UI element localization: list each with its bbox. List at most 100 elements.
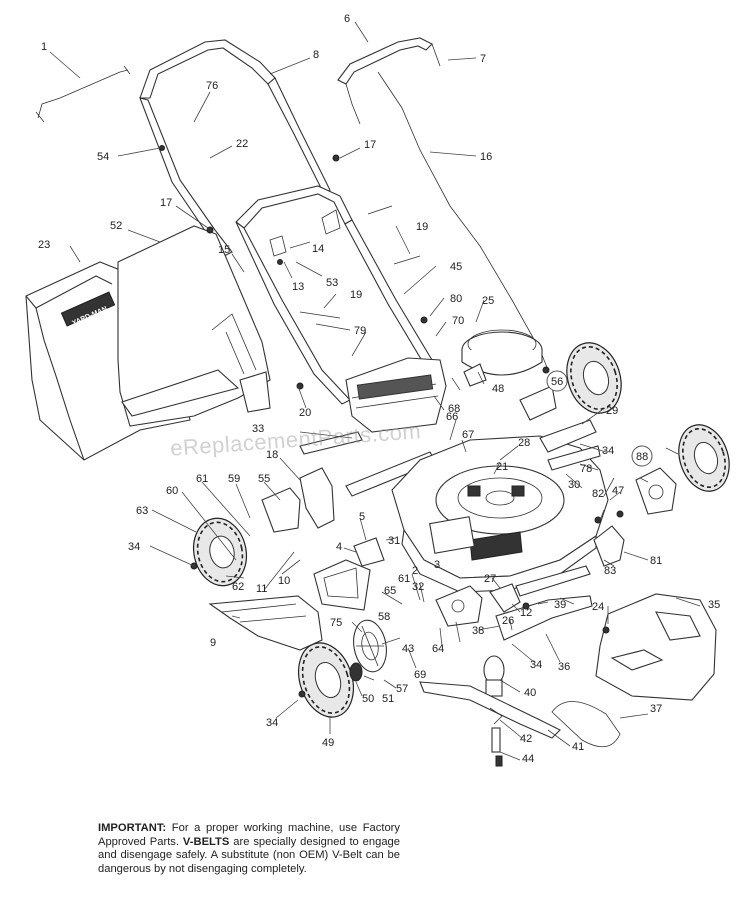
callout-34b: 34	[128, 541, 140, 553]
part-35-cover	[595, 593, 717, 701]
callout-34d: 34	[266, 717, 278, 729]
part-63-front-wheel	[193, 517, 247, 587]
callout-67: 67	[462, 429, 474, 441]
callout-47: 47	[612, 485, 624, 497]
callout-42: 42	[520, 733, 532, 745]
part-40-blade-adapter	[419, 655, 561, 753]
callout-31: 31	[388, 535, 400, 547]
callout-60: 60	[166, 485, 178, 497]
callout-43: 43	[402, 643, 414, 655]
callout-61b: 61	[398, 573, 410, 585]
callout-20: 20	[299, 407, 311, 419]
part-52-grass-bag-fabric	[117, 225, 271, 427]
callout-8: 8	[313, 49, 319, 61]
part-37-v-belt	[551, 701, 621, 748]
callout-3: 3	[434, 559, 440, 571]
callout-51: 51	[382, 693, 394, 705]
callout-17a: 17	[364, 139, 376, 151]
callout-5: 5	[359, 511, 365, 523]
callout-29: 29	[606, 405, 618, 417]
callout-9: 9	[210, 637, 216, 649]
callout-38: 38	[472, 625, 484, 637]
callout-62: 62	[232, 581, 244, 593]
callout-68: 68	[448, 403, 460, 415]
part-9-side-chute	[208, 595, 323, 651]
note-part2: are specially designed to engage and dis…	[98, 835, 401, 875]
callout-labels: 1 6 7 8 76 22 54 17 16 17 52 23 15 14 53…	[38, 13, 720, 765]
callout-14: 14	[312, 243, 324, 255]
callout-28: 28	[518, 437, 530, 449]
callout-49: 49	[322, 737, 334, 749]
callout-24: 24	[592, 601, 604, 613]
note-lead: IMPORTANT:	[98, 822, 167, 834]
callout-37: 37	[650, 703, 662, 715]
part-56-rear-right-wheel	[566, 342, 622, 414]
leader-lines	[49, 21, 701, 761]
callout-65: 65	[384, 585, 396, 597]
callout-55: 55	[258, 473, 270, 485]
callout-53: 53	[326, 277, 338, 289]
callout-15: 15	[218, 244, 230, 256]
callout-66: 66	[446, 411, 458, 423]
part-6-control-bail	[337, 37, 441, 125]
fasteners	[159, 145, 624, 767]
callout-33: 33	[252, 423, 264, 435]
callout-80: 80	[450, 293, 462, 305]
callout-79: 79	[354, 325, 366, 337]
callout-48: 48	[492, 383, 504, 395]
callout-64: 64	[432, 643, 444, 655]
callout-45: 45	[450, 261, 462, 273]
callout-82: 82	[592, 488, 604, 500]
part-10-mulch-plate	[313, 559, 371, 611]
callout-44: 44	[522, 753, 534, 765]
part-8-upper-handle	[139, 39, 331, 257]
callout-19a: 19	[416, 221, 428, 233]
important-note: IMPORTANT: For a proper working machine,…	[98, 822, 400, 876]
callout-35: 35	[708, 599, 720, 611]
callout-69: 69	[414, 669, 426, 681]
callout-6: 6	[344, 13, 350, 25]
callout-11: 11	[256, 583, 267, 595]
part-18-bracket	[261, 467, 335, 533]
callout-39: 39	[554, 599, 566, 611]
callout-34a: 34	[602, 445, 614, 457]
callout-12: 12	[520, 607, 532, 619]
callout-40: 40	[524, 687, 536, 699]
callout-26: 26	[502, 615, 514, 627]
part-81-engine-bracket	[593, 525, 625, 567]
part-29-baffle	[539, 419, 601, 471]
callout-57: 57	[396, 683, 408, 695]
callout-54: 54	[97, 151, 109, 163]
callout-17b: 17	[160, 197, 172, 209]
callout-52: 52	[110, 220, 122, 232]
callout-2: 2	[412, 565, 418, 577]
callout-56: 56	[551, 376, 563, 388]
callout-32: 32	[412, 581, 424, 593]
callout-22: 22	[236, 138, 248, 150]
callout-25: 25	[482, 295, 494, 307]
note-bold-vbelts: V-BELTS	[182, 835, 230, 848]
callout-76: 76	[206, 80, 218, 92]
callout-34c: 34	[530, 659, 542, 671]
callout-13: 13	[292, 281, 304, 293]
callout-30: 30	[568, 479, 580, 491]
small-brackets	[353, 485, 525, 567]
callout-18: 18	[266, 449, 278, 461]
part-45-rear-door	[345, 357, 447, 433]
part-75-drive-pulley	[349, 619, 387, 682]
callout-21: 21	[496, 461, 508, 473]
part-88-front-right-wheel	[678, 424, 730, 492]
callout-27: 27	[484, 573, 496, 585]
callout-81: 81	[650, 555, 662, 567]
callout-61a: 61	[196, 473, 208, 485]
part-68-control-bracket	[463, 363, 557, 421]
callout-7: 7	[480, 53, 486, 65]
callout-19b: 19	[350, 289, 362, 301]
callout-83: 83	[604, 565, 616, 577]
callout-63: 63	[136, 505, 148, 517]
callout-78: 78	[580, 463, 592, 475]
callout-circle-88	[631, 445, 653, 467]
callout-23: 23	[38, 239, 50, 251]
note-part1: For a proper working machine, use Factor…	[98, 822, 400, 848]
